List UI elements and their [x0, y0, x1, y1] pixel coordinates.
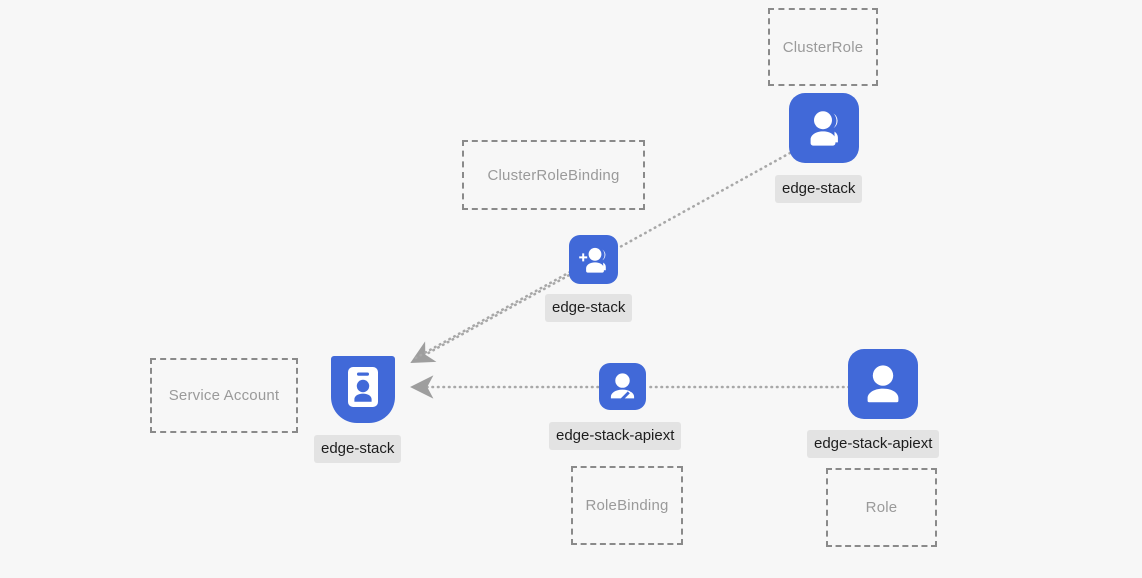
node-label-role: edge-stack-apiext — [807, 430, 940, 458]
kind-label-role: Role — [865, 499, 898, 516]
person-edit-icon — [610, 373, 635, 402]
node-rolebinding[interactable] — [599, 363, 646, 410]
kind-box-clusterrole: ClusterRole — [768, 8, 878, 86]
node-label-clusterrole: edge-stack — [775, 175, 863, 203]
node-role[interactable] — [848, 349, 918, 419]
kind-box-clusterrolebinding: ClusterRoleBinding — [462, 140, 645, 210]
kind-box-role: Role — [826, 468, 937, 547]
person-icon — [867, 365, 899, 403]
node-label-rolebinding: edge-stack-apiext — [549, 422, 682, 450]
kind-label-clusterrolebinding: ClusterRoleBinding — [487, 166, 620, 184]
kind-box-rolebinding: RoleBinding — [571, 466, 683, 545]
kind-label-clusterrole: ClusterRole — [782, 38, 864, 56]
id-badge-icon — [348, 367, 378, 407]
person-add-icon — [579, 247, 606, 273]
kind-box-serviceaccount: Service Account — [150, 358, 298, 433]
node-clusterrolebinding[interactable] — [569, 235, 618, 284]
node-serviceaccount[interactable] — [331, 356, 395, 423]
node-label-clusterrolebinding: edge-stack — [545, 294, 633, 322]
two-people-icon — [810, 111, 838, 146]
node-label-serviceaccount: edge-stack — [314, 435, 402, 463]
kind-label-serviceaccount: Service Account — [168, 387, 280, 404]
node-clusterrole[interactable] — [789, 93, 859, 163]
kind-label-rolebinding: RoleBinding — [585, 497, 669, 514]
